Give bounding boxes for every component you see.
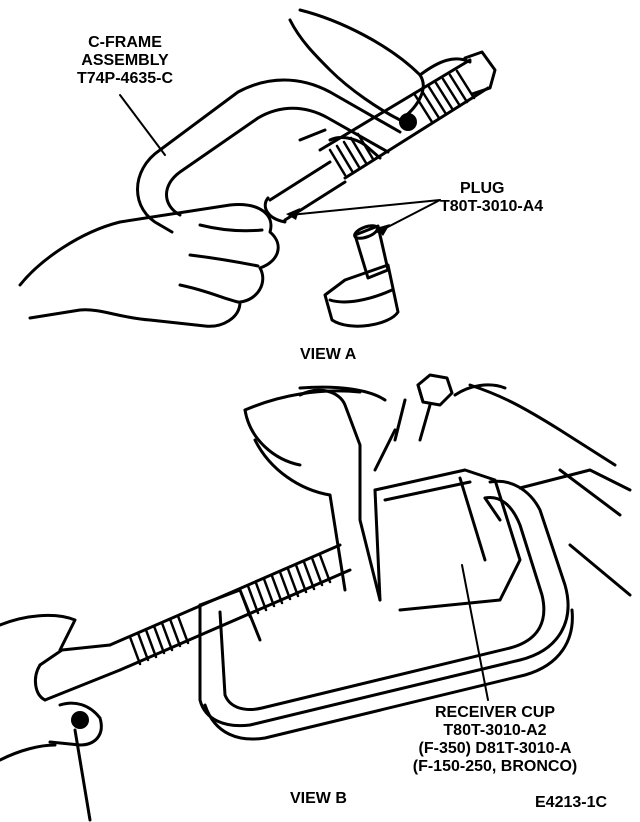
lower-hand-outline — [18, 203, 280, 328]
view-b-leaders — [461, 564, 489, 701]
hand-view-b — [0, 614, 77, 652]
c-frame-label-line-1: C-FRAME — [88, 34, 162, 51]
thumb-nail-upper — [399, 113, 417, 131]
receiver-cup-label-line-1: RECEIVER CUP — [434, 704, 556, 721]
plug-label-line-2: T80T-3010-A4 — [440, 198, 544, 215]
upper-hand-outline — [288, 8, 425, 122]
figure-code: E4213-1C — [535, 794, 608, 811]
screw-threads — [328, 69, 476, 177]
view-a-drawing — [18, 8, 497, 328]
c-frame-label: C-FRAME ASSEMBLY T74P-4635-C — [70, 34, 180, 88]
view-b-caption: VIEW B — [290, 790, 347, 807]
receiver-cup-label: RECEIVER CUP T80T-3010-A2 (F-350) D81T-3… — [395, 704, 595, 776]
c-frame-label-line-3: T74P-4635-C — [76, 70, 174, 87]
threaded-screw-view-b — [108, 543, 352, 672]
receiver-cup-label-line-2: T80T-3010-A2 — [443, 722, 547, 739]
c-frame-label-line-2: ASSEMBLY — [81, 52, 169, 69]
thumb-nail-lower — [71, 711, 89, 729]
view-b-drawing — [0, 373, 632, 822]
receiver-cup-label-line-4: (F-150-250, BRONCO) — [412, 758, 578, 775]
plug-label-line-1: PLUG — [460, 180, 505, 197]
plug-label: PLUG T80T-3010-A4 — [440, 180, 543, 216]
receiver-cup — [373, 468, 522, 612]
screw-threads-view-b — [128, 553, 332, 666]
receiver-cup-label-line-3: (F-350) D81T-3010-A — [418, 740, 572, 757]
threaded-screw — [318, 58, 490, 180]
fork-bracket — [298, 388, 382, 602]
view-a-caption: VIEW A — [300, 346, 357, 363]
c-frame-view-b — [198, 479, 570, 728]
screw-hex-end — [463, 50, 497, 96]
